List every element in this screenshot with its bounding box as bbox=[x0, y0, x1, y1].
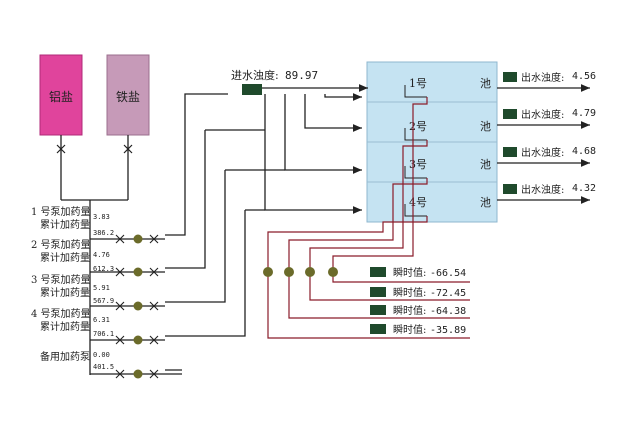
pump-3-total: 567.9 bbox=[93, 297, 114, 305]
instant-1-label: 瞬时值: bbox=[393, 266, 426, 279]
instant-1-value: -66.54 bbox=[430, 268, 466, 279]
pump-1-dose: 3.83 bbox=[93, 213, 110, 221]
standby-pump-valve[interactable] bbox=[115, 369, 125, 379]
inlet-turbidity-value: 89.97 bbox=[285, 69, 318, 82]
pool-1-number: 1号 bbox=[409, 77, 427, 90]
sensor-node-2[interactable] bbox=[284, 267, 294, 277]
pump-4-motor[interactable] bbox=[133, 335, 143, 345]
instant-4-indicator bbox=[370, 324, 386, 334]
pool-1[interactable]: 1号 池 bbox=[409, 77, 491, 90]
sensor-node-3[interactable] bbox=[305, 267, 315, 277]
inlet-turbidity-label: 进水浊度: bbox=[231, 68, 279, 82]
instant-2-label: 瞬时值: bbox=[393, 286, 426, 299]
instant-3-value: -64.38 bbox=[430, 306, 466, 317]
pump-3-motor[interactable] bbox=[133, 301, 143, 311]
pool-2-name: 池 bbox=[480, 120, 491, 133]
pump-4-dose: 6.31 bbox=[93, 316, 110, 324]
outlet-4-indicator bbox=[503, 184, 517, 194]
tank-valve-2[interactable] bbox=[123, 144, 133, 154]
standby-pump-total: 401.5 bbox=[93, 363, 114, 371]
sensor-nodes bbox=[263, 267, 338, 277]
pump-2-valve[interactable] bbox=[115, 267, 125, 277]
outlet-2-value: 4.79 bbox=[572, 108, 596, 119]
standby-pump-label: 备用加药泵 bbox=[40, 350, 90, 363]
instant-value-3: 瞬时值: -64.38 bbox=[370, 304, 466, 317]
outlet-turbidity-3: 出水浊度: 4.68 bbox=[503, 146, 596, 159]
outlet-3-label: 出水浊度: bbox=[521, 146, 564, 159]
pool-3-number: 3号 bbox=[409, 158, 427, 171]
tank-outlet-pipes bbox=[60, 135, 129, 375]
pool-4-number: 4号 bbox=[409, 196, 427, 209]
sensor-node-4[interactable] bbox=[328, 267, 338, 277]
instant-value-2: 瞬时值: -72.45 bbox=[370, 286, 466, 299]
inlet-turbidity: 进水浊度: 89.97 bbox=[231, 68, 318, 95]
pump-1-total-label: 累计加药量 bbox=[40, 218, 90, 231]
pump-3[interactable]: 3 号泵加药量 累计加药量 5.91 567.9 bbox=[31, 274, 165, 311]
pool-signal-leads bbox=[404, 85, 427, 217]
tank-valve-1[interactable] bbox=[56, 144, 66, 154]
instant-4-label: 瞬时值: bbox=[393, 323, 426, 336]
iron-salt-tank: 铁盐 bbox=[106, 54, 150, 136]
outlet-1-indicator bbox=[503, 72, 517, 82]
pump-4-valve[interactable] bbox=[115, 335, 125, 345]
sensor-node-1[interactable] bbox=[263, 267, 273, 277]
aluminum-salt-label: 铝盐 bbox=[49, 89, 73, 104]
pump-3-label: 3 号泵加药量 bbox=[31, 274, 91, 286]
pump-2-label: 2 号泵加药量 bbox=[31, 239, 91, 251]
pump-3-valve[interactable] bbox=[115, 301, 125, 311]
aluminum-salt-tank: 铝盐 bbox=[39, 54, 83, 136]
instant-3-indicator bbox=[370, 305, 386, 315]
outlet-pipes bbox=[497, 84, 590, 204]
pump-2[interactable]: 2 号泵加药量 累计加药量 4.76 612.3 bbox=[31, 239, 165, 277]
pump-2-total: 612.3 bbox=[93, 265, 114, 273]
instant-2-indicator bbox=[370, 287, 386, 297]
outlet-3-indicator bbox=[503, 147, 517, 157]
instant-4-value: -35.89 bbox=[430, 325, 466, 336]
pump-1-label: 1 号泵加药量 bbox=[31, 206, 91, 218]
instant-3-label: 瞬时值: bbox=[393, 304, 426, 317]
pump-2-total-label: 累计加药量 bbox=[40, 251, 90, 264]
pump-1-valve[interactable] bbox=[115, 234, 125, 244]
instant-2-value: -72.45 bbox=[430, 288, 466, 299]
instant-value-4: 瞬时值: -35.89 bbox=[370, 323, 466, 336]
outlet-1-label: 出水浊度: bbox=[521, 71, 564, 84]
outlet-2-indicator bbox=[503, 109, 517, 119]
sedimentation-pools bbox=[366, 61, 498, 223]
pump-1[interactable]: 1 号泵加药量 累计加药量 3.83 386.2 bbox=[31, 206, 165, 244]
pump-1-motor[interactable] bbox=[133, 234, 143, 244]
pool-3-name: 池 bbox=[480, 158, 491, 171]
inlet-feed-pipes bbox=[165, 84, 368, 371]
pump-3-dose: 5.91 bbox=[93, 284, 110, 292]
pump-4[interactable]: 4 号泵加药量 累计加药量 6.31 706.1 bbox=[31, 308, 165, 345]
inlet-meter-indicator bbox=[242, 84, 262, 95]
instant-1-indicator bbox=[370, 267, 386, 277]
standby-pump-motor[interactable] bbox=[133, 369, 143, 379]
iron-salt-label: 铁盐 bbox=[116, 90, 140, 104]
pump-2-dose: 4.76 bbox=[93, 251, 110, 259]
outlet-turbidity-2: 出水浊度: 4.79 bbox=[503, 108, 596, 121]
outlet-turbidity-4: 出水浊度: 4.32 bbox=[503, 183, 596, 196]
pump-4-total-label: 累计加药量 bbox=[40, 320, 90, 333]
pump-1-total: 386.2 bbox=[93, 229, 114, 237]
instant-value-1: 瞬时值: -66.54 bbox=[370, 266, 466, 279]
outlet-4-value: 4.32 bbox=[572, 183, 596, 194]
pump-4-total: 706.1 bbox=[93, 330, 114, 338]
pool-1-name: 池 bbox=[480, 77, 491, 90]
outlet-3-value: 4.68 bbox=[572, 146, 596, 157]
outlet-turbidity-1: 出水浊度: 4.56 bbox=[503, 71, 596, 84]
pool-4-name: 池 bbox=[480, 196, 491, 209]
pool-2-number: 2号 bbox=[409, 120, 427, 133]
outlet-2-label: 出水浊度: bbox=[521, 108, 564, 121]
pump-2-motor[interactable] bbox=[133, 267, 143, 277]
pump-3-total-label: 累计加药量 bbox=[40, 286, 90, 299]
standby-pump-dose: 0.00 bbox=[93, 351, 110, 359]
outlet-4-label: 出水浊度: bbox=[521, 183, 564, 196]
pump-4-label: 4 号泵加药量 bbox=[31, 308, 91, 320]
standby-pump[interactable]: 备用加药泵 0.00 401.5 bbox=[40, 350, 182, 379]
outlet-1-value: 4.56 bbox=[572, 71, 596, 82]
signal-lines bbox=[267, 97, 470, 339]
